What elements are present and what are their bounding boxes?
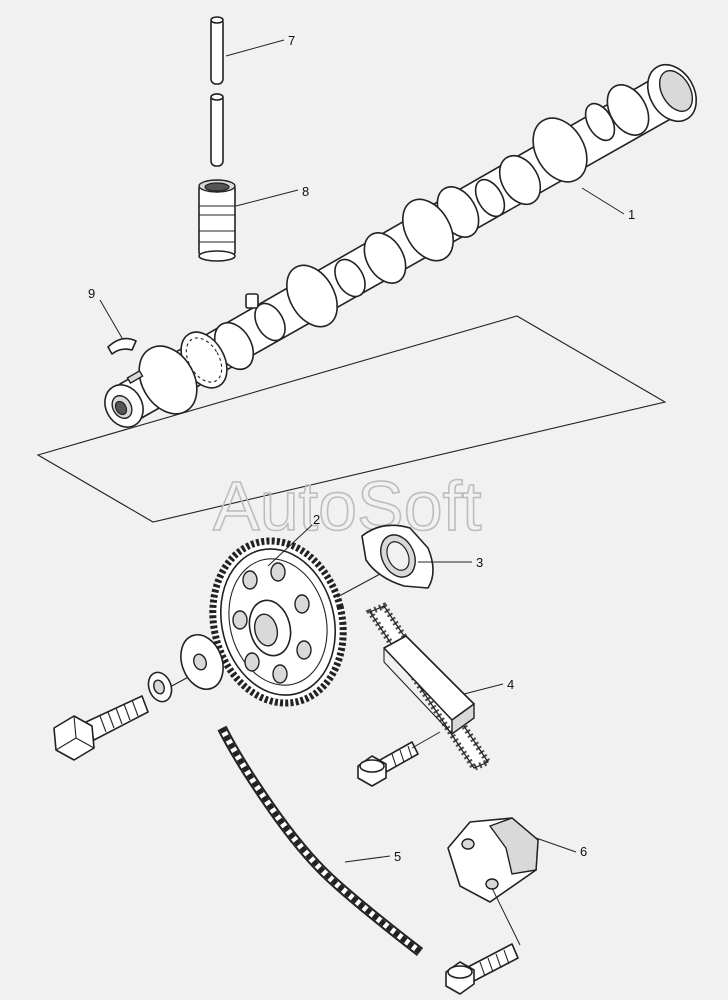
callout-9: 9 xyxy=(88,286,123,339)
tensioner-bolt xyxy=(445,943,519,995)
camshaft-journal xyxy=(285,264,339,328)
damper-assembly-line xyxy=(411,731,441,749)
callout-2: 2 xyxy=(267,512,320,567)
svg-text:5: 5 xyxy=(394,849,401,864)
svg-text:8: 8 xyxy=(302,184,309,199)
camshaft-lobe xyxy=(498,154,542,206)
damper-bolt xyxy=(357,741,419,787)
camshaft-sprocket xyxy=(209,537,347,707)
svg-text:3: 3 xyxy=(476,555,483,570)
svg-text:7: 7 xyxy=(288,33,295,48)
callout-3: 3 xyxy=(418,555,483,570)
camshaft-journal xyxy=(532,117,588,183)
callout-8: 8 xyxy=(235,184,309,207)
timing-chain xyxy=(217,725,424,956)
camshaft-lobe xyxy=(363,232,407,284)
camshaft-lobe xyxy=(474,178,506,218)
camshaft xyxy=(104,63,698,428)
camshaft-lobe xyxy=(254,302,286,342)
camshaft-front-journal xyxy=(104,345,198,428)
pushrod-lower xyxy=(210,93,224,167)
svg-text:6: 6 xyxy=(580,844,587,859)
svg-text:9: 9 xyxy=(88,286,95,301)
thrust-plate xyxy=(361,524,434,589)
svg-text:4: 4 xyxy=(507,677,514,692)
callout-1: 1 xyxy=(581,187,635,222)
svg-text:2: 2 xyxy=(313,512,320,527)
sprocket-bolt xyxy=(53,695,149,761)
chain-damper xyxy=(365,602,493,772)
tensioner-assembly-line xyxy=(491,887,521,946)
flat-washer xyxy=(180,634,224,690)
watermark-text: AutoSoft xyxy=(213,467,482,545)
reference-plane xyxy=(36,315,667,523)
lock-washer xyxy=(147,671,173,703)
tappet xyxy=(198,179,236,262)
pushrod-upper xyxy=(210,16,224,85)
chain-tensioner xyxy=(447,817,539,903)
callout-5: 5 xyxy=(344,849,401,864)
woodruff-key xyxy=(107,337,137,355)
camshaft-lobe xyxy=(584,102,616,142)
callout-7: 7 xyxy=(225,33,295,57)
svg-text:1: 1 xyxy=(628,207,635,222)
camshaft-lobe xyxy=(334,258,366,298)
camshaft-journal xyxy=(401,198,455,262)
callout-4: 4 xyxy=(463,677,514,695)
callout-6: 6 xyxy=(535,837,587,859)
